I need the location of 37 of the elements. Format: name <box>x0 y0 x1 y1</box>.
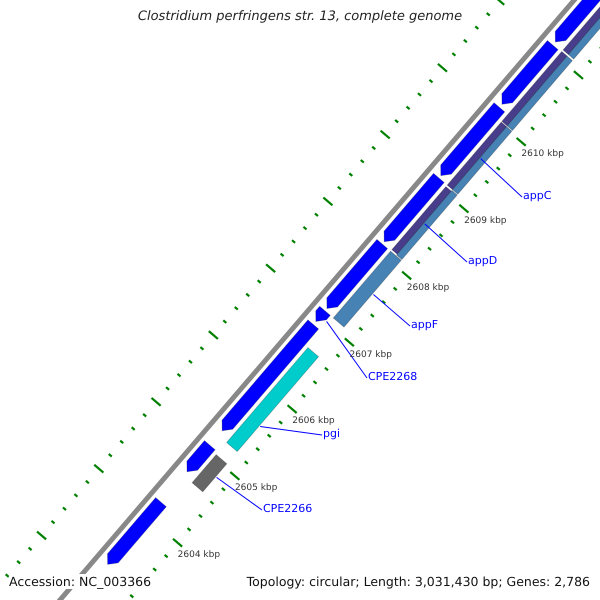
gene-bar <box>226 347 320 452</box>
scale-label: 2609 kbp <box>464 216 506 226</box>
gene-label: appD <box>468 254 498 267</box>
gene-bar <box>501 40 559 105</box>
gene-bar <box>326 238 388 310</box>
gene-bar <box>332 250 402 328</box>
scale-label: 2610 kbp <box>521 149 564 160</box>
gene-bar <box>391 186 452 255</box>
gene-bar <box>192 454 228 492</box>
map-title: Clostridium perfringens str. 13, complete genome <box>136 9 464 24</box>
leader-line <box>372 294 410 326</box>
leader-line <box>216 476 262 510</box>
gene-label: CPE2266 <box>263 502 312 515</box>
gene-bar <box>554 0 600 42</box>
gene-bar <box>501 50 568 126</box>
gene-bar <box>222 319 320 432</box>
gene-bar <box>107 497 167 565</box>
gene-label: appC <box>523 189 552 202</box>
accession-text: Accession: NC_003366 <box>9 574 152 589</box>
leader-line <box>260 426 322 436</box>
gene-bar <box>506 55 573 131</box>
leader-line <box>480 158 522 198</box>
scale-label: 2606 kbp <box>292 416 335 426</box>
scale-label: 2604 kbp <box>178 550 220 560</box>
gene-bar <box>186 440 216 472</box>
scale-label: 2608 kbp <box>406 282 450 293</box>
leader-line <box>326 320 368 378</box>
leader-line <box>424 223 468 262</box>
gene-bar <box>396 190 458 260</box>
gene-bar <box>440 102 506 176</box>
genome-info-text: Topology: circular; Length: 3,031,430 bp; Genes: 2,786 <box>246 574 590 589</box>
scale-label: 2607 kbp <box>350 350 392 360</box>
gene-label: pgi <box>323 427 340 440</box>
gene-bar <box>384 172 445 242</box>
scale-label: 2605 kbp <box>234 483 278 494</box>
gene-label: appF <box>411 318 438 331</box>
gene-label: CPE2268 <box>368 370 418 383</box>
